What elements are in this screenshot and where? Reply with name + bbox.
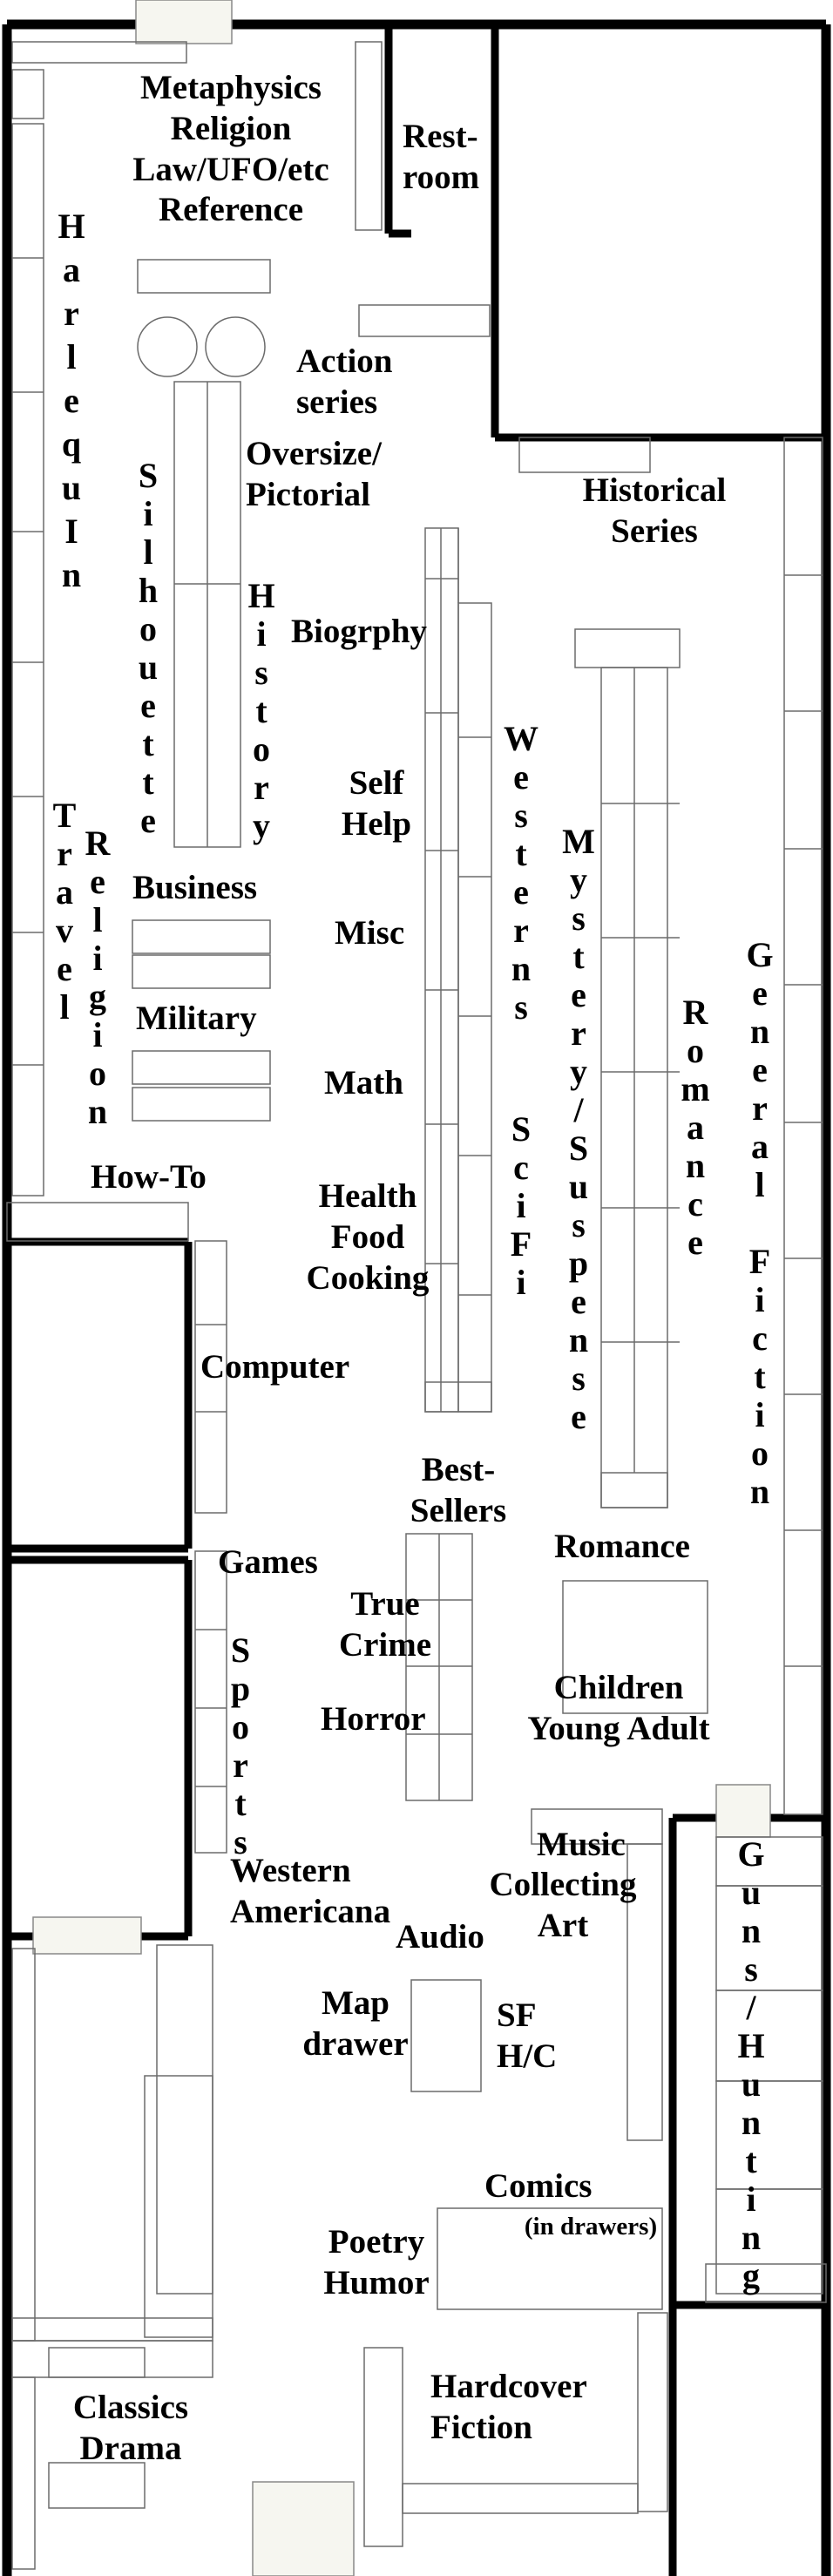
shelf-unit [410,1979,482,2092]
shelf-unit [402,2483,639,2514]
shelf-unit [11,2317,213,2342]
section-label-how-to: How-To [91,1158,207,1196]
shelf-unit [194,1550,227,1854]
shelf-unit [137,259,271,294]
shelf-unit [48,2462,146,2509]
shelf-unit [48,2347,146,2378]
shelf-unit [132,1087,271,1122]
shelf-unit [715,2188,823,2295]
section-label-restroom: Rest-room [403,118,480,196]
shelf-unit [11,2340,213,2378]
shelf-unit [156,1944,213,2295]
shelf-unit [518,437,651,473]
display-table [137,316,198,377]
shelf-unit [363,2347,403,2547]
display-table [205,316,266,377]
shelf-unit [705,2263,827,2303]
shelf-unit [132,954,271,989]
section-label-best-sellers: Best-Sellers [410,1451,507,1529]
section-label-math: Math [324,1064,403,1102]
section-label-music: Music [537,1826,626,1863]
doors [32,0,771,2576]
shelf-unit [355,41,383,231]
section-label-biography: Biogrphy [291,613,428,650]
shelf-unit [11,69,44,119]
shelf-unit [11,2376,36,2570]
shelf-unit [626,1843,663,2141]
shelf-unit [144,2075,213,2338]
section-label-misc: Misc [335,914,405,952]
section-label-in-drawers: (in drawers) [524,2213,658,2240]
shelf-unit [574,628,681,668]
shelf-unit [11,1948,36,2342]
shelf-unit [457,602,492,1413]
section-label-games: Games [218,1543,318,1581]
shelf-unit [424,1381,492,1413]
shelf-unit [358,304,491,337]
shelf-unit [600,1472,668,1508]
shelf-unit [11,123,44,1196]
section-label-romance-front: Romance [554,1528,690,1565]
section-label-comics: Comics [484,2167,593,2205]
shelf-unit [6,1202,189,1242]
shelf-unit [132,1050,271,1085]
section-label-military: Military [136,1000,257,1037]
shelf-unit [424,527,459,1413]
shelf-unit [194,1240,227,1514]
shelf-unit [531,1808,663,1845]
section-label-computer: Computer [200,1348,350,1386]
shelf-unit [562,1580,708,1714]
shelf-unit [637,2312,668,2512]
section-label-horror: Horror [321,1700,426,1738]
shelving-units [6,41,827,2570]
section-label-audio: Audio [396,1918,484,1956]
shelf-unit [437,2207,663,2310]
outer-walls [2,19,831,2576]
shelf-unit [783,437,823,1815]
section-label-business: Business [132,869,258,906]
section-label-oversize: Oversize/Pictorial [246,435,382,513]
interior-walls [7,24,826,2576]
shelf-unit [11,41,187,64]
shelf-unit [132,919,271,954]
